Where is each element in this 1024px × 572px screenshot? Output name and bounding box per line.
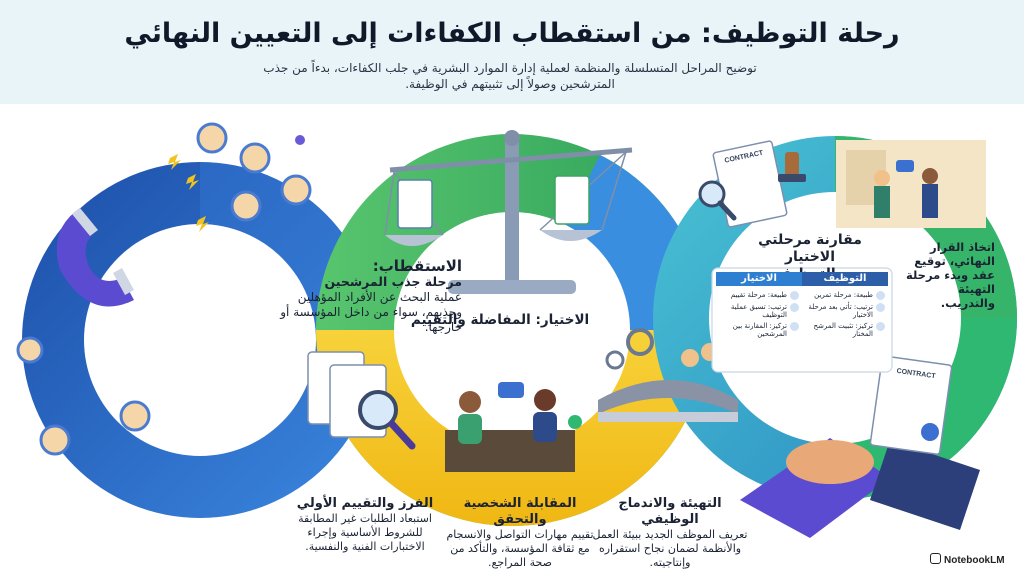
info-dot-icon xyxy=(790,303,799,312)
page-title: رحلة التوظيف: من استقطاب الكفاءات إلى ال… xyxy=(124,18,900,49)
resume-magnifier-icon xyxy=(307,351,416,450)
attraction-ring xyxy=(22,162,378,518)
table-cell: تركيز: تثبيت المرشح المختار xyxy=(805,322,885,338)
step-title: الفرز والتقييم الأولي xyxy=(296,496,434,511)
info-dot-icon xyxy=(876,322,885,331)
step-body: استبعاد الطلبات غير المطابقة للشروط الأس… xyxy=(298,512,432,553)
lightning-bolts xyxy=(168,154,209,232)
notebook-icon xyxy=(930,553,941,564)
step-onboarding: التهيئة والاندماج الوظيفي تعريف الموظف ا… xyxy=(590,496,750,570)
magnet-icon xyxy=(56,208,134,307)
interview-handshake-icon xyxy=(445,382,582,472)
step-title: التهيئة والاندماج الوظيفي xyxy=(618,496,722,527)
balance-scale-icon xyxy=(384,130,633,294)
selection-title: الاختيار: المفاضلة والتقييم xyxy=(410,312,590,328)
brand-logo: NotebookLM xyxy=(930,553,1005,566)
header-band xyxy=(0,0,1024,104)
attraction-title: الاستقطاب: xyxy=(372,257,462,275)
page-subtitle: توضيح المراحل المتسلسلة والمنظمة لعملية … xyxy=(263,61,757,91)
selection-column: طبيعة: مرحلة تقييم ترتيب: تسبق عملية الت… xyxy=(716,286,802,343)
office-handshake-scene xyxy=(836,140,986,228)
table-cell: تركيز: المقارنة بين المرشحين xyxy=(719,322,799,338)
candidate-avatars xyxy=(16,122,312,456)
attraction-subtitle: مرحلة جذب المرشحين xyxy=(324,274,463,289)
info-dot-icon xyxy=(876,291,885,300)
contract-stamp-icon: CONTRACT xyxy=(698,140,806,228)
attraction-body: عملية البحث عن الأفراد المؤهلين وجذبهم، … xyxy=(280,290,462,334)
comparison-table-frame xyxy=(711,267,893,373)
info-dot-icon xyxy=(790,291,799,300)
table-cell: طبيعة: مرحلة تقييم xyxy=(719,291,799,300)
step-title: المقابلة الشخصية والتحقق xyxy=(463,496,577,527)
info-dot-icon xyxy=(790,322,799,331)
hiring-column: طبيعة: مرحلة تمرين ترتيب: تأتي بعد مرحلة… xyxy=(802,286,888,343)
table-cell: ترتيب: تأتي بعد مرحلة الاختيار xyxy=(805,303,885,319)
final-handshake-icon: CONTRACT xyxy=(740,355,980,538)
col-selection-header: الاختيار xyxy=(716,272,802,286)
col-hiring-header: التوظيف xyxy=(802,272,888,286)
step-screening: الفرز والتقييم الأولي استبعاد الطلبات غي… xyxy=(290,496,440,554)
attraction-text: الاستقطاب: مرحلة جذب المرشحين عملية البح… xyxy=(272,258,462,335)
final-decision-text: اتخاذ القرار النهائي، توقيع عقد وبدء مرح… xyxy=(905,240,995,310)
step-body: تعريف الموظف الجديد ببيئة العمل والأنظمة… xyxy=(592,528,748,569)
table-cell: طبيعة: مرحلة تمرين xyxy=(805,291,885,300)
step-interview: المقابلة الشخصية والتحقق تقييم مهارات ال… xyxy=(440,496,600,570)
step-body: تقييم مهارات التواصل والانسجام مع ثقافة … xyxy=(446,528,594,569)
comparison-table: التوظيف الاختيار طبيعة: مرحلة تمرين ترتي… xyxy=(716,272,888,368)
info-dot-icon xyxy=(876,303,885,312)
table-cell: ترتيب: تسبق عملية التوظيف xyxy=(719,303,799,319)
